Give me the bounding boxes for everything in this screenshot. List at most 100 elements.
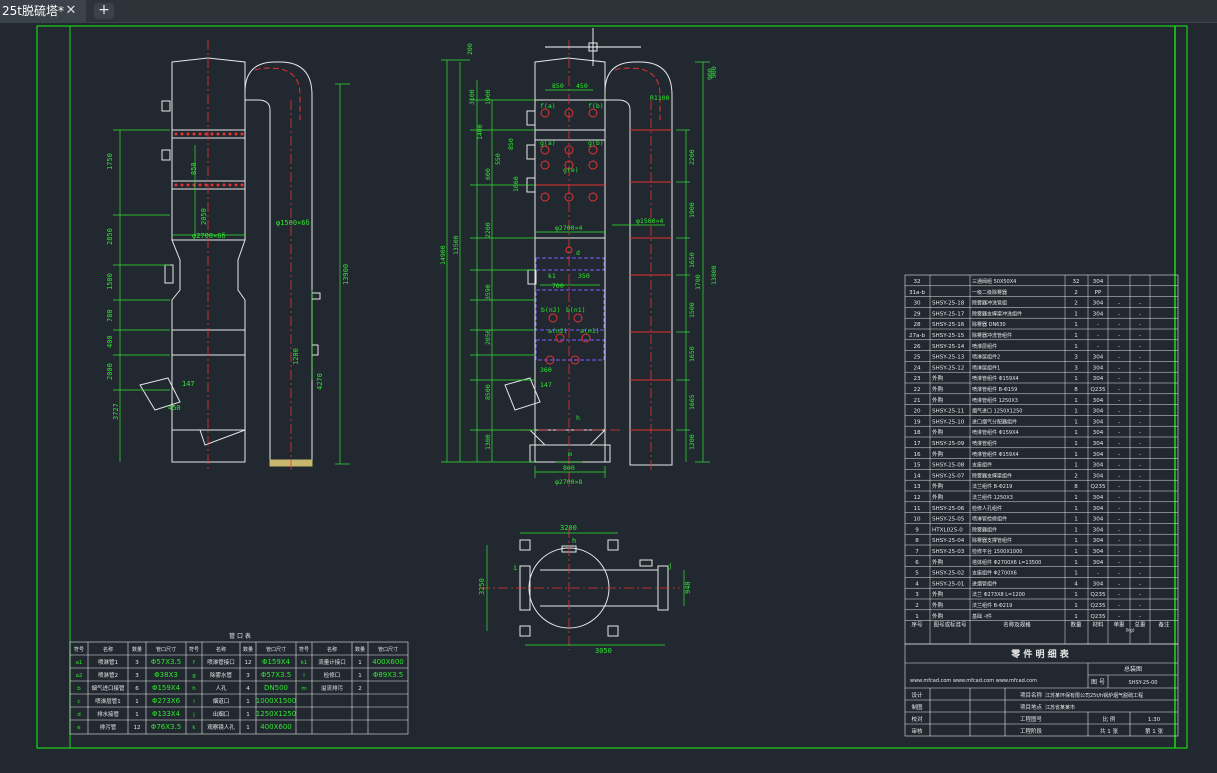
table-cell: 2 <box>915 603 919 609</box>
table-cell: 观察镜人孔 <box>207 723 235 731</box>
table-cell: - <box>1139 506 1141 512</box>
dim-label: 1200 <box>292 348 300 365</box>
table-cell: b <box>77 686 81 692</box>
table-cell: 外购 <box>932 396 944 404</box>
table-cell: - <box>1139 614 1141 620</box>
table-cell: - <box>1139 387 1141 393</box>
dim-label: g(a) <box>540 139 556 147</box>
table-cell: - <box>1118 419 1120 425</box>
table-cell: 1 <box>1074 549 1078 555</box>
table-cell: SHSY-25-15 <box>932 333 965 339</box>
table-cell: 符号 <box>189 646 199 653</box>
table-cell: SHSY-25-01 <box>932 581 965 587</box>
dim-label: 1900 <box>484 89 492 105</box>
close-icon[interactable]: ✕ <box>65 3 77 18</box>
table-cell: SHSY-25-11 <box>932 409 965 415</box>
table-cell: 管口尺寸 <box>266 646 286 653</box>
table-cell: 除雾器冲洗管组 <box>972 300 1007 307</box>
new-tab-button[interactable]: + <box>94 3 114 19</box>
table-cell: - <box>1118 506 1120 512</box>
dim-label: 600 <box>484 168 492 180</box>
section-view-nozzles <box>540 108 598 365</box>
front-view-centerlines <box>207 40 292 470</box>
table-cell: e <box>77 725 81 731</box>
table-cell: 支座组件 Φ2700X6 <box>972 570 1017 577</box>
table-cell: - <box>1139 484 1141 490</box>
table-cell: 喷淋层管1 <box>95 697 121 705</box>
table-cell: 除雾器组件 <box>972 526 997 533</box>
dim-label: b(n1) <box>566 306 586 314</box>
dim-label: φ2700×4 <box>555 224 582 232</box>
dim-label: 1900 <box>688 202 696 218</box>
table-cell: 8 <box>1074 387 1078 393</box>
table-cell: 喷淋管2 <box>98 671 118 679</box>
table-cell: SHSY-25-06 <box>932 506 965 512</box>
table-cell: - <box>1118 387 1120 393</box>
dim-label: 940 <box>684 581 692 594</box>
table-cell: 喷淋管组件 1250X3 <box>972 397 1018 404</box>
table-cell: - <box>1118 581 1120 587</box>
dim-label: 1500 <box>688 302 696 318</box>
table-cell: - <box>1139 495 1141 501</box>
table-cell: 烟气进口 1250X1250 <box>972 408 1022 415</box>
table-cell: 符号 <box>74 646 84 653</box>
table-cell: 1 <box>358 660 362 666</box>
table-cell: - <box>1097 333 1099 339</box>
dim-label: 3200 <box>560 524 577 532</box>
dim-label: 147 <box>540 381 552 389</box>
table-cell: h <box>192 686 196 692</box>
dim-label: 147 <box>182 380 195 388</box>
title-block-text: 零 件 明 细 表 www.mfcad.com www.mfcad.com ww… <box>910 648 1163 735</box>
table-cell: 喷淋管组件 <box>972 440 997 447</box>
table-cell: 1:30 <box>1148 717 1161 723</box>
dim-label: 4270 <box>316 373 324 390</box>
dim-label: 3100 <box>468 89 476 105</box>
table-cell: - <box>1139 527 1141 533</box>
table-cell: 304 <box>1093 495 1104 501</box>
table-cell: 校对 <box>911 715 923 723</box>
table-cell: 项目地点 <box>1020 703 1043 711</box>
table-cell: - <box>1118 592 1120 598</box>
dim-label: 2050 <box>200 208 208 225</box>
table-cell: Φ133X4 <box>152 710 181 718</box>
table-cell: 304 <box>1093 355 1104 361</box>
table-cell: 除雾器冲洗管组件 <box>972 332 1012 339</box>
table-cell: Q235 <box>1090 592 1106 598</box>
table-cell: 400X600 <box>260 723 292 731</box>
table-cell: 3 <box>135 673 139 679</box>
table-cell: - <box>1118 614 1120 620</box>
table-cell: 外购 <box>932 374 944 382</box>
dim-label: 850 <box>552 82 564 90</box>
table-cell: 审核 <box>911 727 923 735</box>
table-cell: - <box>1139 592 1141 598</box>
table-cell: - <box>1139 301 1141 307</box>
table-cell: 16 <box>913 452 921 458</box>
table-cell: - <box>1118 322 1120 328</box>
table-cell: 法兰组件 1250X3 <box>972 494 1013 501</box>
table-cell: 4 <box>915 581 919 587</box>
table-cell: 304 <box>1093 560 1104 566</box>
table-cell: 12 <box>913 495 920 501</box>
table-cell: 1 <box>1074 419 1078 425</box>
tab-drawing[interactable]: 25t脱硫塔* ✕ <box>0 0 86 22</box>
table-cell: 1 <box>358 673 362 679</box>
dim-label: 1750 <box>106 153 114 170</box>
dim-label: φ2700×6δ <box>192 232 226 240</box>
cad-drawing-canvas[interactable]: 1750 2850 2050 1500 780 400 850 2000 139… <box>0 23 1217 773</box>
table-cell: i <box>193 699 195 705</box>
table-cell: - <box>1118 376 1120 382</box>
parts-table-title: 零 件 明 细 表 <box>1010 648 1070 660</box>
table-cell: SHSY-25-04 <box>932 538 965 544</box>
table-cell: Φ89X3.5 <box>373 671 403 679</box>
dim-label: 850 <box>190 162 198 175</box>
table-cell: 20 <box>913 409 921 415</box>
table-cell: 3 <box>246 673 250 679</box>
dim-label: h <box>576 414 580 422</box>
table-cell: - <box>1118 603 1120 609</box>
table-cell: SHSY-25-18 <box>932 301 965 307</box>
dim-label: 900 <box>710 66 718 78</box>
dim-label: h <box>572 537 576 545</box>
table-cell: 17 <box>913 441 921 447</box>
table-cell: 一级二级除雾器 <box>972 289 1007 296</box>
table-cell: 1 <box>246 699 250 705</box>
